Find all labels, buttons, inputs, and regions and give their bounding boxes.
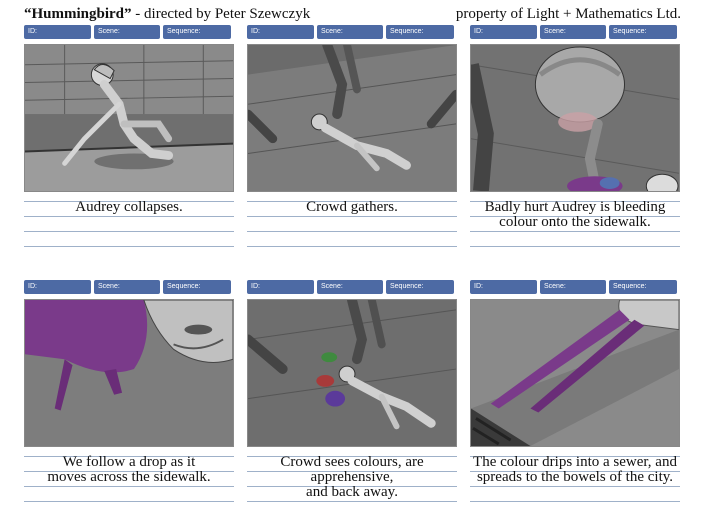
id-tag: ID: — [24, 25, 91, 39]
panel-image-crowd-gathers — [247, 44, 457, 192]
storyboard-panel-6: ID: Scene: Sequence: The colour drips in… — [470, 280, 680, 507]
caption-area: Crowd sees colours, are apprehensive, an… — [247, 453, 457, 507]
scene-tag: Scene: — [540, 280, 606, 294]
storyboard-panel-5: ID: Scene: Sequence: Crowd sees colours,… — [247, 280, 457, 507]
caption-area: The colour drips into a sewer, and sprea… — [470, 453, 680, 507]
panel-tags: ID: Scene: Sequence: — [470, 280, 680, 294]
panel-image-colour-drips-sewer — [470, 299, 680, 447]
panel-image-follow-drop — [24, 299, 234, 447]
storyboard-panel-1: ID: Scene: Sequence: Audrey collapses. — [24, 25, 234, 252]
panel-caption: Crowd sees colours, are apprehensive, an… — [280, 454, 424, 500]
document-title: “Hummingbird” - directed by Peter Szewcz… — [24, 6, 310, 23]
id-tag: ID: — [247, 25, 314, 39]
id-tag: ID: — [470, 25, 537, 39]
sequence-tag: Sequence: — [609, 25, 677, 39]
panel-tags: ID: Scene: Sequence: — [24, 25, 234, 39]
caption-area: Crowd gathers. — [247, 198, 457, 252]
scene-tag: Scene: — [94, 25, 160, 39]
panel-tags: ID: Scene: Sequence: — [247, 25, 457, 39]
panel-caption: Badly hurt Audrey is bleeding colour ont… — [484, 199, 666, 230]
film-title: “Hummingbird” — [24, 6, 132, 22]
sequence-tag: Sequence: — [386, 280, 454, 294]
panel-image-audrey-bleeding — [470, 44, 680, 192]
panel-caption: We follow a drop as it moves across the … — [47, 454, 211, 485]
storyboard-panel-2: ID: Scene: Sequence: Crowd gathers. — [247, 25, 457, 252]
scene-tag: Scene: — [94, 280, 160, 294]
panel-tags: ID: Scene: Sequence: — [470, 25, 680, 39]
storyboard-panel-3: ID: Scene: Sequence: Badly hurt Audrey i… — [470, 25, 680, 252]
panel-tags: ID: Scene: Sequence: — [247, 280, 457, 294]
caption-area: We follow a drop as it moves across the … — [24, 453, 234, 507]
scene-tag: Scene: — [317, 25, 383, 39]
caption-area: Audrey collapses. — [24, 198, 234, 252]
panel-caption: Audrey collapses. — [75, 199, 183, 215]
panel-tags: ID: Scene: Sequence: — [24, 280, 234, 294]
panel-caption: Crowd gathers. — [306, 199, 398, 215]
id-tag: ID: — [24, 280, 91, 294]
scene-tag: Scene: — [317, 280, 383, 294]
storyboard-panel-4: ID: Scene: Sequence: We follow a drop as… — [24, 280, 234, 507]
panel-image-audrey-collapses — [24, 44, 234, 192]
sequence-tag: Sequence: — [386, 25, 454, 39]
id-tag: ID: — [247, 280, 314, 294]
scene-tag: Scene: — [540, 25, 606, 39]
sequence-tag: Sequence: — [163, 280, 231, 294]
caption-area: Badly hurt Audrey is bleeding colour ont… — [470, 198, 680, 252]
id-tag: ID: — [470, 280, 537, 294]
sequence-tag: Sequence: — [163, 25, 231, 39]
panel-image-crowd-sees-colours — [247, 299, 457, 447]
sequence-tag: Sequence: — [609, 280, 677, 294]
property-notice: property of Light + Mathematics Ltd. — [455, 6, 681, 22]
panel-caption: The colour drips into a sewer, and sprea… — [473, 454, 677, 485]
director-credit: - directed by Peter Szewczyk — [131, 6, 311, 22]
